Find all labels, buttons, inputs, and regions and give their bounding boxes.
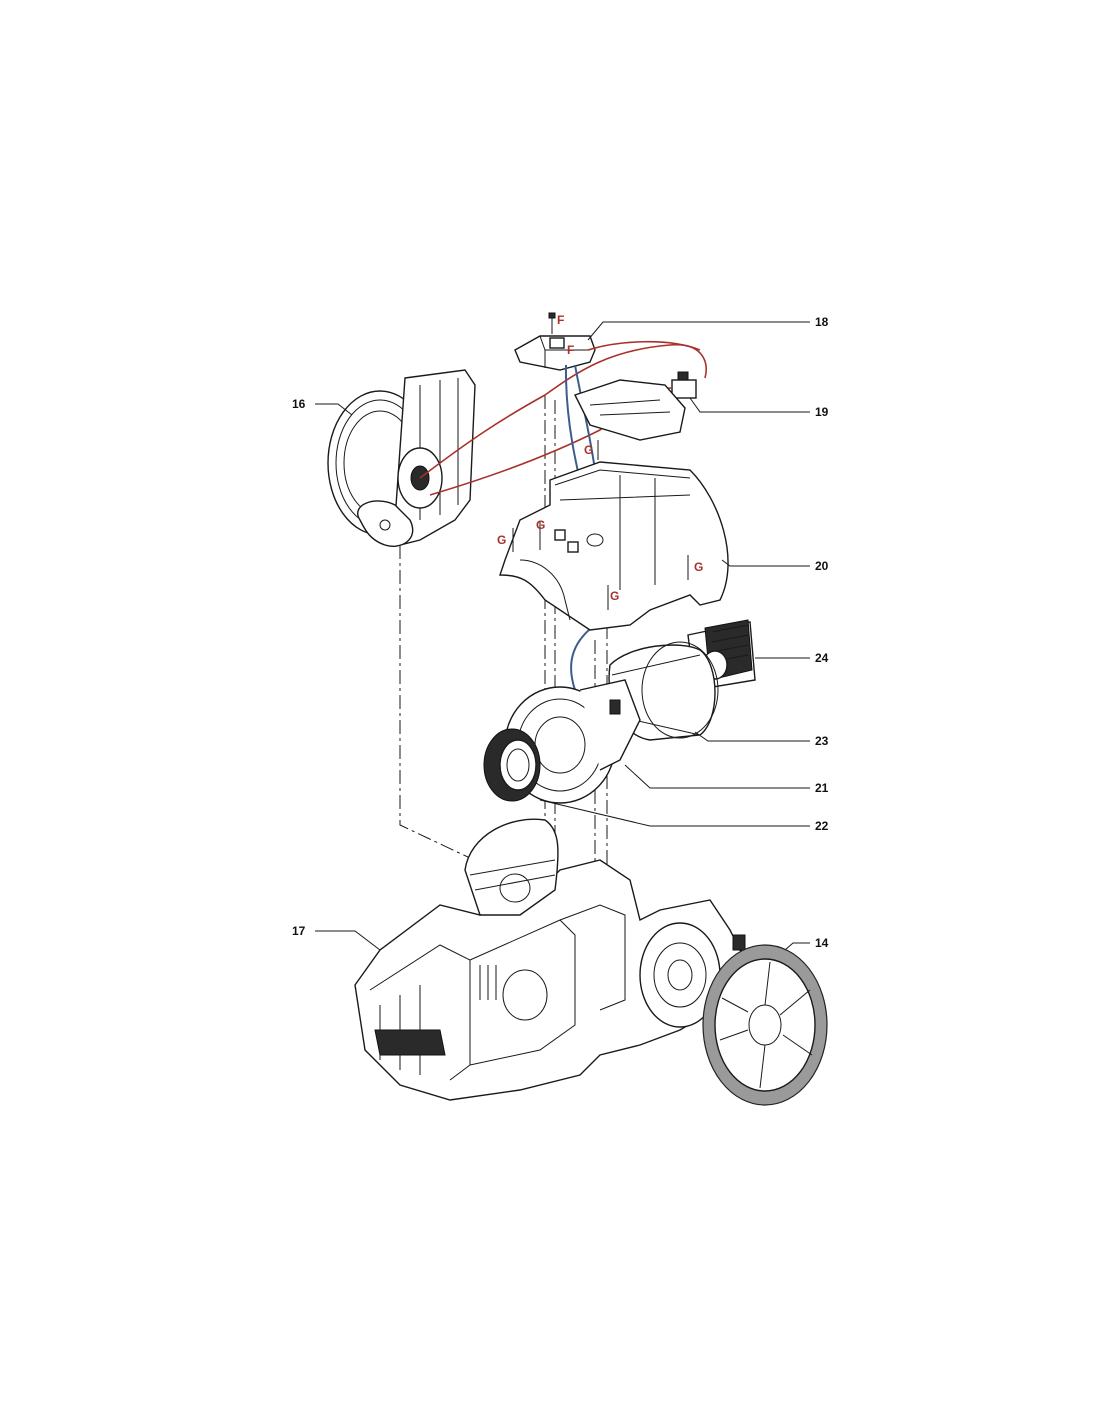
- filter: [687, 619, 756, 691]
- fastener-code-f-top: F: [557, 313, 564, 327]
- leader-lines: [315, 321, 810, 951]
- callout-14: 14: [815, 936, 829, 950]
- callout-16: 16: [292, 397, 306, 411]
- fastener-codes: F F G G G G G: [497, 313, 703, 603]
- callout-22: 22: [815, 819, 829, 833]
- seal-ring: [483, 728, 541, 802]
- fastener-code-g-4: G: [694, 560, 703, 574]
- wheel: [702, 944, 828, 1106]
- callout-18: 18: [815, 315, 829, 329]
- upper-housing: [499, 379, 729, 631]
- top-bracket: [514, 312, 596, 371]
- fastener-code-g-3: G: [497, 533, 506, 547]
- cord-reel: [327, 369, 476, 547]
- fastener-code-g-2: G: [536, 518, 545, 532]
- fastener-code-g-1: G: [584, 443, 593, 457]
- callout-17: 17: [292, 924, 306, 938]
- fastener-code-f-mid: F: [567, 343, 574, 357]
- callout-19: 19: [815, 405, 829, 419]
- switch: [671, 371, 697, 399]
- part-number-callouts: 18 19 16 20 24 23 21 22 17 14: [292, 315, 829, 950]
- callout-23: 23: [815, 734, 829, 748]
- base-shell: [354, 818, 746, 1101]
- callout-24: 24: [815, 651, 829, 665]
- callout-21: 21: [815, 781, 829, 795]
- fastener-code-g-5: G: [610, 589, 619, 603]
- callout-20: 20: [815, 559, 829, 573]
